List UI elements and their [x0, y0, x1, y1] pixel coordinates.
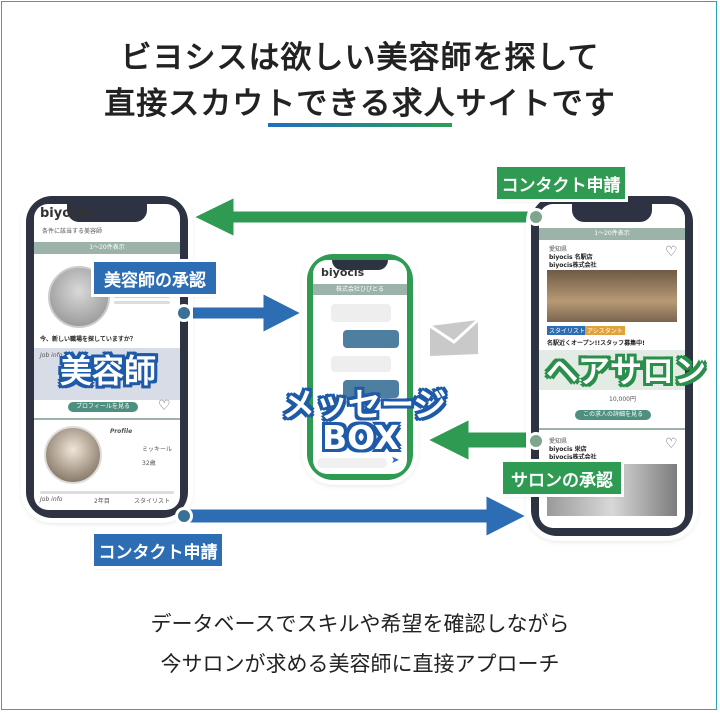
salon-description: 名駅近くオープン!!スタッフ募集中! [547, 340, 645, 347]
stylist-avatar-2 [44, 426, 102, 484]
left-job-panel: Job info [34, 348, 180, 400]
center-logo: biyocis [321, 266, 365, 279]
left-question: 今、新しい職場を探していますか？ [40, 336, 136, 343]
view-profile-button[interactable]: プロフィールを見る [68, 402, 138, 412]
left-banner: 1〜20件表示 [34, 242, 180, 254]
left-logo: biyocis [40, 206, 92, 221]
phone-notch [572, 204, 652, 222]
chat-bubble-out-2 [343, 380, 399, 398]
tag-assistant: アシスタント [585, 326, 625, 335]
divider [539, 428, 685, 430]
connector-dot-bottom [175, 507, 193, 525]
pref-1: 愛知県 [549, 246, 568, 253]
arrow-salon-approval [422, 415, 537, 465]
heart-icon[interactable]: ♡ [665, 244, 678, 260]
arrow-contact-bottom [181, 491, 532, 541]
message-phone: biyocis 株式会社ひびとる ➤ [307, 254, 413, 480]
chat-bubble-in-2 [331, 356, 391, 372]
age-value: 32歳 [142, 460, 156, 467]
center-header: 株式会社ひびとる [313, 284, 407, 295]
heart-icon[interactable]: ♡ [158, 398, 171, 414]
big-label-stylist: 美容師 [60, 352, 157, 390]
company-2: biyocis株式会社 [549, 454, 597, 461]
name-value: ミッキール [142, 446, 173, 453]
label-stylist-approval: 美容師の承認 [94, 262, 216, 294]
salon-name-1: biyocis 名駅店 [549, 254, 593, 261]
headline-line2: 直接スカウトできる求人サイトです [104, 86, 616, 122]
right-banner: 1〜20件表示 [539, 228, 685, 240]
pref-2: 愛知県 [549, 438, 568, 445]
headline-underline [268, 123, 452, 127]
salon-phone: 1〜20件表示 愛知県 biyocis 名駅店 biyocis株式会社 ♡ スタ… [531, 196, 693, 536]
right-job-panel [539, 350, 685, 390]
experience-value: 2年目 [94, 498, 110, 505]
salary-value: 10,000円 [609, 396, 636, 403]
chat-bubble-out-1 [343, 330, 399, 348]
left-lower-lines [40, 488, 174, 497]
phone-notch [67, 204, 147, 222]
chat-bubble-in-1 [331, 304, 391, 322]
stylist-phone: biyocis 条件に該当する美容師 1〜20件表示 今、新しい職場を探していま… [26, 196, 188, 518]
arrow-stylist-approval [181, 289, 307, 337]
connector-dot-salon [527, 432, 545, 450]
position-value: スタイリスト [134, 498, 171, 505]
phone-notch [332, 260, 388, 270]
salon-name-2: biyocis 栄店 [549, 446, 587, 453]
salon-photo-1 [547, 270, 677, 322]
tag-stylist: スタイリスト [547, 326, 588, 335]
connector-dot-top [527, 208, 545, 226]
big-label-salon: ヘアサロン [546, 352, 707, 390]
big-label-message: メッセージ [282, 385, 447, 424]
left-profile-title: Profile [110, 428, 133, 435]
message-input[interactable] [317, 458, 387, 468]
caption-line1: データベースでスキルや希望を確認しながら [150, 612, 570, 636]
big-label-box: BOX [322, 418, 400, 457]
left-job-title-2: Job info [40, 496, 63, 503]
label-contact-bottom: コンタクト申請 [94, 534, 222, 566]
send-icon[interactable]: ➤ [391, 455, 400, 466]
label-salon-approval: サロンの承認 [503, 462, 621, 494]
company-1: biyocis株式会社 [549, 262, 597, 269]
arrow-contact-top [188, 193, 537, 241]
heart-icon[interactable]: ♡ [665, 436, 678, 452]
left-job-title: Job info [40, 352, 63, 359]
caption-line2: 今サロンが求める美容師に直接アプローチ [160, 652, 560, 676]
divider [34, 418, 180, 420]
label-contact-top: コンタクト申請 [497, 167, 625, 199]
job-detail-button[interactable]: この求人の詳細を見る [575, 410, 651, 420]
envelope-icon [429, 318, 480, 356]
connector-dot-stylist [175, 304, 193, 322]
left-search-text: 条件に該当する美容師 [42, 228, 103, 235]
headline-line1: ビヨシスは欲しい美容師を探して [120, 40, 600, 76]
